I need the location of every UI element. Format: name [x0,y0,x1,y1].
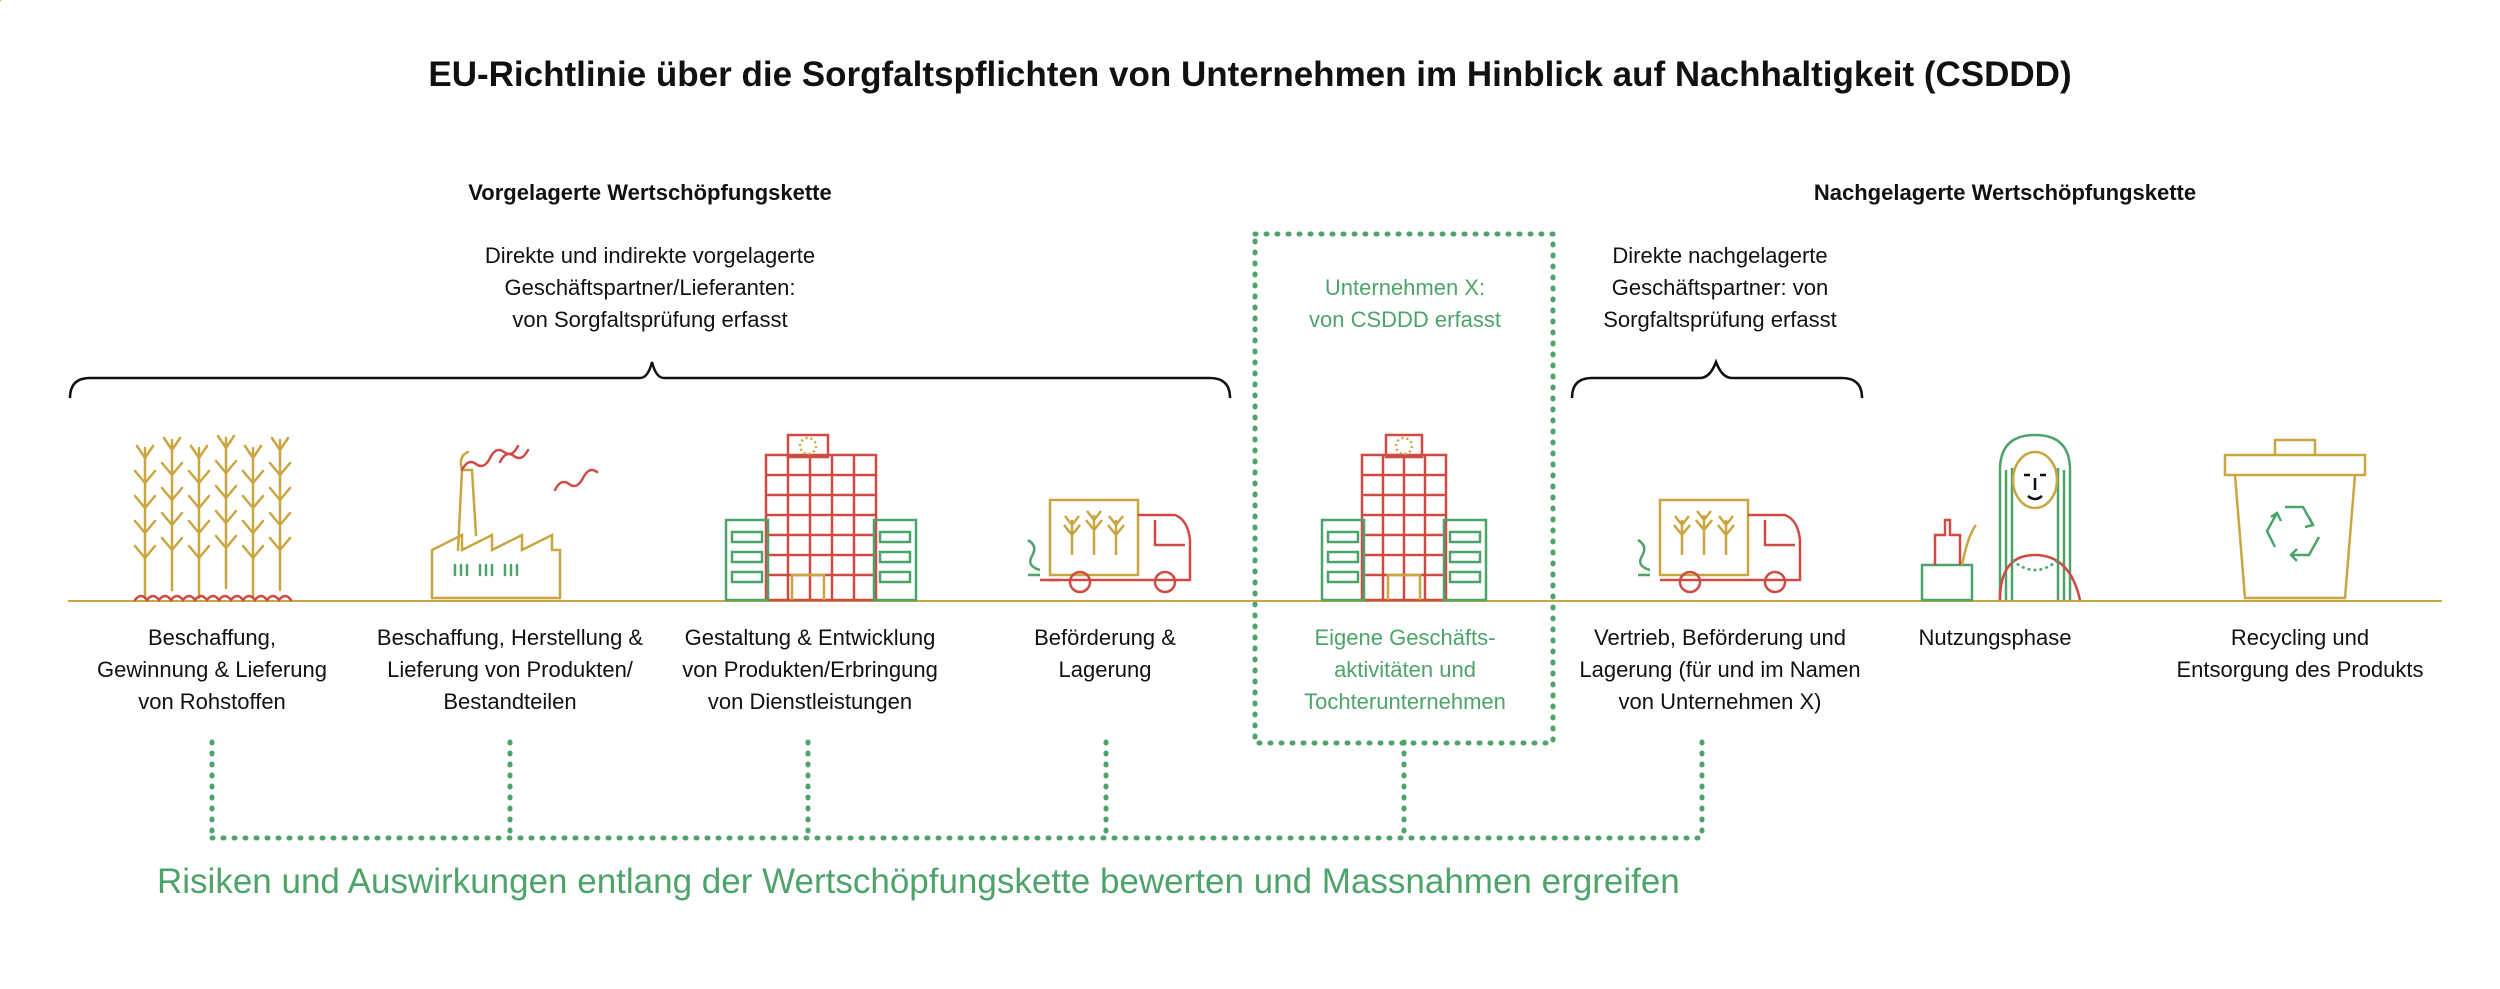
upstream-description-line: von Sorgfaltsprüfung erfasst [512,307,788,332]
stage-label-manufacturing: Beschaffung, Herstellung & Lieferung von… [355,622,665,718]
downstream-description-line: Sorgfaltsprüfung erfasst [1603,307,1837,332]
upstream-description-line: Direkte und indirekte vorgelagerte [484,243,816,268]
stage-label-line: Entsorgung des Produkts [2176,657,2424,682]
stage-label-distribution: Vertrieb, Beförderung und Lagerung (für … [1555,622,1885,718]
wheat-field-icon [0,0,293,603]
stage-label-line: Beförderung & [1034,625,1176,650]
downstream-description-line: Geschäftspartner: von [1611,275,1829,300]
risk-connectors [209,739,1705,841]
downstream-header: Nachgelagerte Wertschöpfungskette [1813,180,2197,205]
stage-label-line: Beschaffung, Herstellung & [376,625,644,650]
company-label-line: von CSDDD erfasst [1309,307,1501,332]
downstream-description-line: Direkte nachgelagerte [1612,243,1828,268]
company-activities-line: Eigene Geschäfts- [1314,625,1496,650]
factory-icon [430,444,599,600]
stage-label-line: Vertrieb, Beförderung und [1594,625,1846,650]
stage-label-line: von Rohstoffen [138,689,286,714]
company-label: Unternehmen X: von CSDDD erfasst [1255,272,1555,336]
stage-label-line: von Produkten/Erbringung [682,657,938,682]
company-activities: Eigene Geschäfts- aktivitäten und Tochte… [1255,622,1555,718]
company-activities-line: aktivitäten und [1334,657,1476,682]
stage-label-line: Gewinnung & Lieferung [97,657,327,682]
stage-label-line: Beschaffung, [147,625,277,650]
company-label-line: Unternehmen X: [1324,275,1486,300]
delivery-truck-icon [1027,498,1192,594]
downstream-brace [1570,358,1864,399]
stage-label-recycling: Recycling und Entsorgung des Produkts [2150,622,2450,686]
distribution-truck-icon [1637,498,1802,594]
bottom-statement: Risiken und Auswirkungen entlang der Wer… [157,862,1680,901]
upstream-description-line: Geschäftspartner/Lieferanten: [504,275,796,300]
page-title: EU-Richtlinie über die Sorgfaltspflichte… [428,55,2072,94]
stage-label-line: Bestandteilen [443,689,577,714]
stage-label-raw-materials: Beschaffung, Gewinnung & Lieferung von R… [62,622,362,718]
stage-label-line: von Unternehmen X) [1618,689,1822,714]
upstream-brace [68,361,1232,399]
stage-label-line: Lagerung [1058,657,1152,682]
upstream-description: Direkte und indirekte vorgelagerte Gesch… [420,240,880,336]
stage-label-use-phase: Nutzungsphase [1870,622,2120,654]
stage-label-line: Gestaltung & Entwicklung [684,625,936,650]
consumer-icon [1920,433,2082,602]
stage-label-development: Gestaltung & Entwicklung von Produkten/E… [655,622,965,718]
company-activities-line: Tochterunternehmen [1304,689,1506,714]
recycling-bin-icon [2223,438,2367,600]
office-building-icon [724,433,918,602]
stage-label-line: von Dienstleistungen [707,689,913,714]
stage-label-line: Nutzungsphase [1918,625,2072,650]
company-building-icon [1320,433,1488,602]
stage-label-line: Lagerung (für und im Namen [1579,657,1861,682]
downstream-description: Direkte nachgelagerte Geschäftspartner: … [1545,240,1895,336]
upstream-header: Vorgelagerte Wertschöpfungskette [468,180,832,205]
stage-label-line: Recycling und [2230,625,2370,650]
stage-label-line: Lieferung von Produkten/ [387,657,633,682]
stage-label-transport: Beförderung & Lagerung [955,622,1255,686]
